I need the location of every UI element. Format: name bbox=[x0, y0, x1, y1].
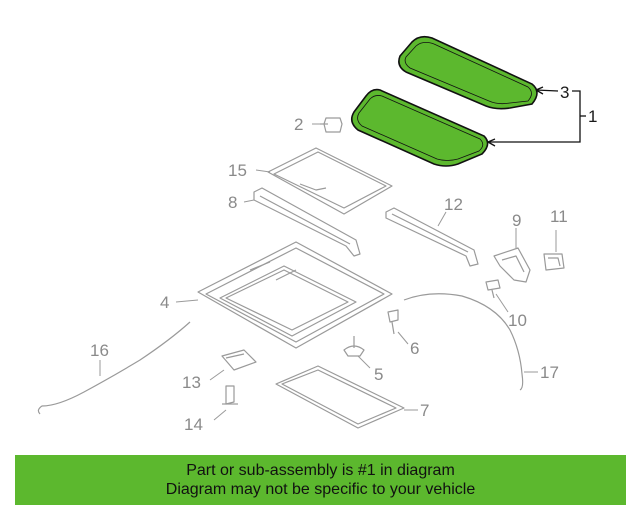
part-12-rail[interactable] bbox=[385, 207, 479, 267]
part-13-motor[interactable] bbox=[221, 349, 257, 371]
part-17-drain-hose[interactable] bbox=[403, 293, 524, 391]
leader-12 bbox=[437, 211, 447, 227]
leader-3 bbox=[535, 89, 559, 92]
part-9-bracket[interactable] bbox=[493, 247, 531, 283]
part-7-weatherstrip[interactable] bbox=[275, 365, 405, 429]
parts-diagram: 3 1 2 15 8 12 9 11 bbox=[37, 35, 597, 434]
callout-8[interactable]: 8 bbox=[228, 193, 237, 212]
leader-6 bbox=[397, 331, 409, 345]
leader-4 bbox=[175, 299, 199, 303]
part-14-bolt[interactable] bbox=[222, 385, 238, 405]
part-10-bolt[interactable] bbox=[485, 279, 501, 299]
banner-line-1: Part or sub-assembly is #1 in diagram bbox=[186, 462, 455, 479]
callout-11[interactable]: 11 bbox=[550, 207, 568, 226]
glass-panel-front[interactable] bbox=[350, 88, 489, 167]
callout-15[interactable]: 15 bbox=[228, 161, 247, 180]
leader-14 bbox=[213, 409, 227, 421]
banner-line-2: Diagram may not be specific to your vehi… bbox=[165, 481, 476, 498]
leader-5 bbox=[357, 355, 371, 369]
callout-13[interactable]: 13 bbox=[182, 373, 201, 392]
callout-16[interactable]: 16 bbox=[90, 341, 109, 360]
leader-10 bbox=[495, 293, 509, 313]
part-15-sunshade[interactable] bbox=[267, 147, 393, 215]
callout-17[interactable]: 17 bbox=[540, 363, 559, 382]
callout-3[interactable]: 3 bbox=[560, 83, 569, 102]
callout-6[interactable]: 6 bbox=[410, 339, 419, 358]
part-11-clip[interactable] bbox=[543, 253, 565, 271]
leader-1-arrow bbox=[487, 138, 496, 147]
callout-2[interactable]: 2 bbox=[294, 115, 303, 134]
part-16-drain-hose[interactable] bbox=[37, 321, 191, 415]
leader-8 bbox=[243, 199, 255, 203]
callout-14[interactable]: 14 bbox=[184, 415, 203, 434]
callout-5[interactable]: 5 bbox=[374, 365, 383, 384]
part-2-bolt[interactable] bbox=[320, 117, 343, 133]
leader-15 bbox=[255, 169, 271, 173]
part-8-rail[interactable] bbox=[253, 187, 361, 257]
callout-10[interactable]: 10 bbox=[508, 311, 527, 330]
callout-1[interactable]: 1 bbox=[588, 107, 597, 126]
info-banner: Part or sub-assembly is #1 in diagram Di… bbox=[15, 455, 626, 505]
leader-13 bbox=[209, 369, 225, 381]
callout-7[interactable]: 7 bbox=[420, 401, 429, 420]
callout-4[interactable]: 4 bbox=[160, 293, 169, 312]
leader-3-arrow bbox=[535, 86, 544, 95]
part-6-bolt[interactable] bbox=[387, 309, 399, 335]
glass-panel-rear[interactable] bbox=[398, 35, 538, 110]
part-5-clip[interactable] bbox=[343, 336, 365, 357]
part-4-frame[interactable] bbox=[197, 241, 393, 349]
callout-9[interactable]: 9 bbox=[512, 211, 521, 230]
callout-12[interactable]: 12 bbox=[444, 195, 463, 214]
